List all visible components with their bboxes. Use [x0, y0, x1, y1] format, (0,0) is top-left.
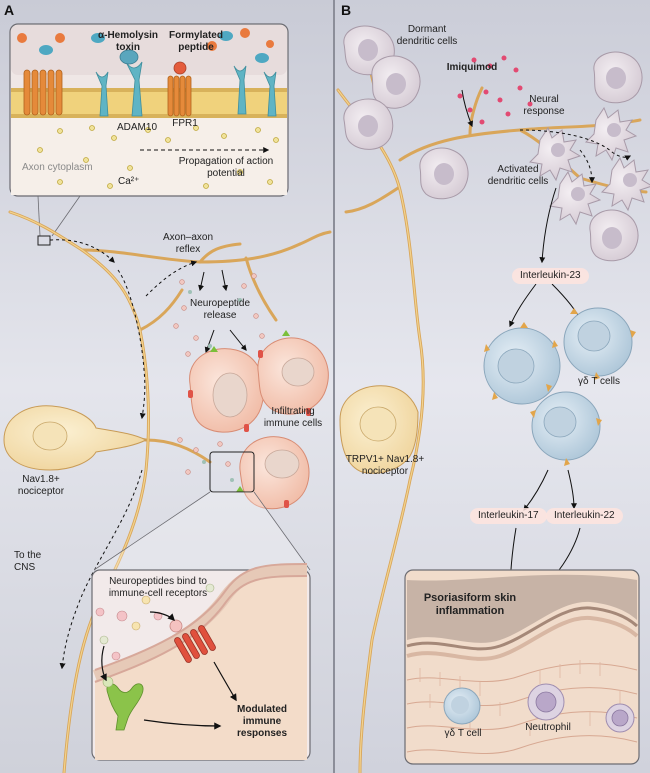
il22-label: Interleukin-22 — [546, 508, 623, 524]
imiquimod-label: Imiquimod — [446, 62, 498, 73]
panel-b-letter: B — [341, 2, 352, 18]
alpha-hemolysin-label: α-Hemolysin toxin — [97, 30, 159, 53]
neuropeptide-release-label: Neuropeptide release — [189, 298, 251, 321]
propagation-label: Propagation of action potential — [178, 156, 274, 179]
modulated-responses-label: Modulated immune responses — [236, 704, 288, 739]
calcium-label: Ca²⁺ — [118, 176, 140, 187]
nav-nociceptor-label: Nav1.8+ nociceptor — [17, 474, 65, 497]
infiltrating-cells-label: Infiltrating immune cells — [263, 406, 323, 429]
axon-cytoplasm-label: Axon cytoplasm — [22, 162, 93, 173]
panel-a-letter: A — [4, 2, 15, 18]
il17-label: Interleukin-17 — [470, 508, 547, 524]
psoriasiform-label: Psoriasiform skin inflammation — [423, 592, 517, 617]
neutrophil-label: Neutrophil — [525, 722, 571, 733]
gd-t-cells-label: γδ T cells — [577, 376, 621, 387]
gd-t-cell-label: γδ T cell — [444, 728, 482, 739]
il23-label: Interleukin-23 — [512, 268, 589, 284]
bind-receptors-label: Neuropeptides bind to immune-cell recept… — [108, 576, 208, 599]
to-cns-label: To the CNS — [14, 550, 42, 573]
neural-response-label: Neural response — [523, 94, 565, 117]
activated-dc-label: Activated dendritic cells — [487, 164, 549, 187]
formylated-peptide-label: Formylated peptide — [169, 30, 223, 53]
adam10-label: ADAM10 — [116, 122, 157, 133]
fpr1-label: FPR1 — [172, 118, 198, 129]
trpv1-nociceptor-label: TRPV1+ Nav1.8+ nociceptor — [345, 454, 425, 477]
dormant-dc-label: Dormant dendritic cells — [396, 24, 458, 47]
axon-reflex-label: Axon–axon reflex — [162, 232, 214, 255]
